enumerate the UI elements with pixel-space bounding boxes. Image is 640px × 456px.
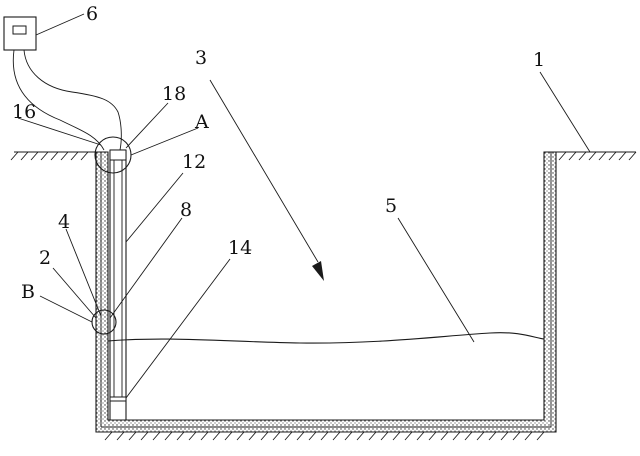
ground-hatch-right [558,151,637,161]
label-12: 12 [182,151,206,173]
leader-3 [209,79,319,263]
leader-8 [109,217,183,319]
label-14: 14 [228,237,252,259]
pit-lining [95,151,557,433]
label-16: 16 [12,101,36,123]
leader-2 [52,267,97,319]
monitoring-tube [109,149,127,420]
water-surface [107,332,545,344]
label-1: 1 [533,49,545,71]
leader-12 [125,172,184,243]
leader-1 [539,71,591,153]
label-4: 4 [58,211,70,233]
tube-cap-18 [109,149,127,161]
reference-labels: 6 3 1 18 16 A 12 5 8 4 14 2 B [12,3,545,303]
arrowhead-3 [312,261,324,281]
control-box-display [12,25,27,35]
label-b: B [21,281,35,303]
label-8: 8 [180,199,192,221]
sensor-14 [109,396,127,402]
leader-lines [17,13,591,399]
leader-18 [125,102,169,149]
control-box [3,16,37,51]
ground-hatch-left [10,151,89,161]
ground-hatch-bottom [104,431,545,441]
label-6: 6 [86,3,98,25]
label-3: 3 [195,47,207,69]
pit-wall-outer [95,151,557,433]
label-18: 18 [162,83,186,105]
cables [12,49,122,151]
leader-16 [17,117,102,146]
label-a: A [194,111,209,133]
leader-14 [125,258,231,399]
label-5: 5 [385,195,397,217]
leader-4 [65,228,102,317]
leader-5 [397,217,475,343]
leader-6 [35,13,85,36]
label-2: 2 [39,247,51,269]
leader-a [130,127,199,156]
leader-b [39,295,93,323]
